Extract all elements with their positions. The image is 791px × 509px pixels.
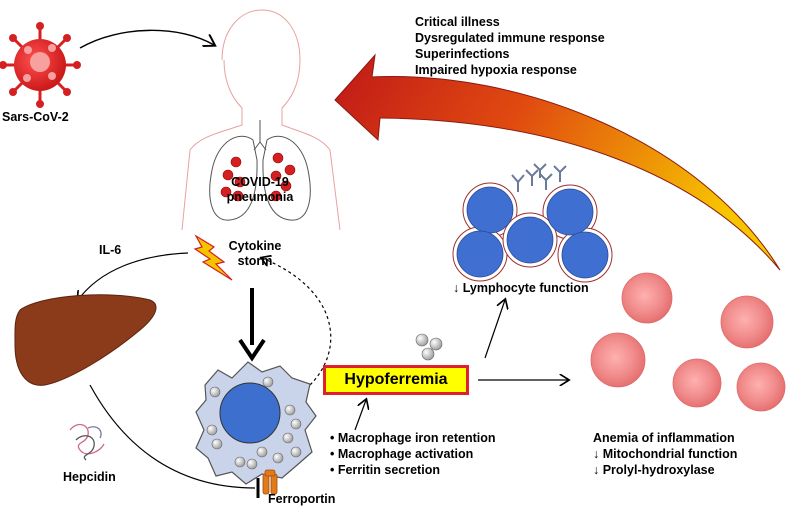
macrophage-effects-list: • Macrophage iron retention • Macrophage… <box>330 430 496 478</box>
cytokine-to-macrophage-arrow <box>238 288 266 362</box>
virus-label: Sars-CoV-2 <box>2 110 69 124</box>
macrophage-to-cytokine-dashed-arrow <box>262 258 332 386</box>
ferroportin-label: Ferroportin <box>268 492 336 506</box>
effect-item: Impaired hypoxia response <box>415 63 577 77</box>
pneumonia-label: COVID-19 pneumonia <box>218 175 302 205</box>
iron-beads <box>415 333 443 361</box>
cytokine-storm-label: Cytokine storm <box>225 239 285 269</box>
hypoferremia-label: Hypoferremia <box>344 371 448 388</box>
effect-item: Critical illness <box>415 15 500 29</box>
lightning-icon <box>193 234 233 281</box>
anemia-item: ↓ Prolyl-hydroxylase <box>593 463 715 477</box>
macrophage-icon <box>195 361 317 485</box>
hepcidin-inhibition-line <box>89 384 256 489</box>
anemia-item: ↓ Mitochondrial function <box>593 447 738 461</box>
virus-to-lungs-arrow <box>79 29 214 49</box>
mac-effect-item: • Macrophage activation <box>330 447 474 461</box>
il6-label: IL-6 <box>99 243 122 257</box>
lung-virus-particles <box>220 152 296 202</box>
liver-icon <box>14 294 157 386</box>
effect-item: Superinfections <box>415 47 510 61</box>
anemia-title: Anemia of inflammation <box>593 431 735 445</box>
feedback-arrow <box>334 53 781 271</box>
critical-effects-list: Critical illness Dysregulated immune res… <box>415 14 605 78</box>
lymphocyte-function-label: ↓ Lymphocyte function <box>453 281 589 295</box>
ferroportin-icon <box>262 469 278 495</box>
pneumonia-line2: pneumonia <box>226 190 294 204</box>
pneumonia-line1: COVID-19 <box>231 175 289 189</box>
effect-item: Dysregulated immune response <box>415 31 605 45</box>
mac-effect-item: • Macrophage iron retention <box>330 431 496 445</box>
virus-icon <box>0 22 81 108</box>
red-blood-cells <box>590 272 786 412</box>
cytokine-line1: Cytokine <box>228 239 282 253</box>
hepcidin-protein-icon <box>69 423 105 461</box>
hypoferremia-box: Hypoferremia <box>323 365 469 395</box>
macrophage-to-hypoferremia-arrow <box>354 400 366 431</box>
body-outline <box>181 9 341 231</box>
anemia-block: Anemia of inflammation ↓ Mitochondrial f… <box>593 430 737 478</box>
hepcidin-label: Hepcidin <box>63 470 116 484</box>
lymphocytes <box>452 182 613 283</box>
antibodies <box>511 163 567 192</box>
cytokine-line2: storm <box>237 254 273 268</box>
il6-arrow <box>78 252 189 300</box>
mac-effect-item: • Ferritin secretion <box>330 463 440 477</box>
hypoferremia-to-lymphocytes-arrow <box>484 300 505 359</box>
